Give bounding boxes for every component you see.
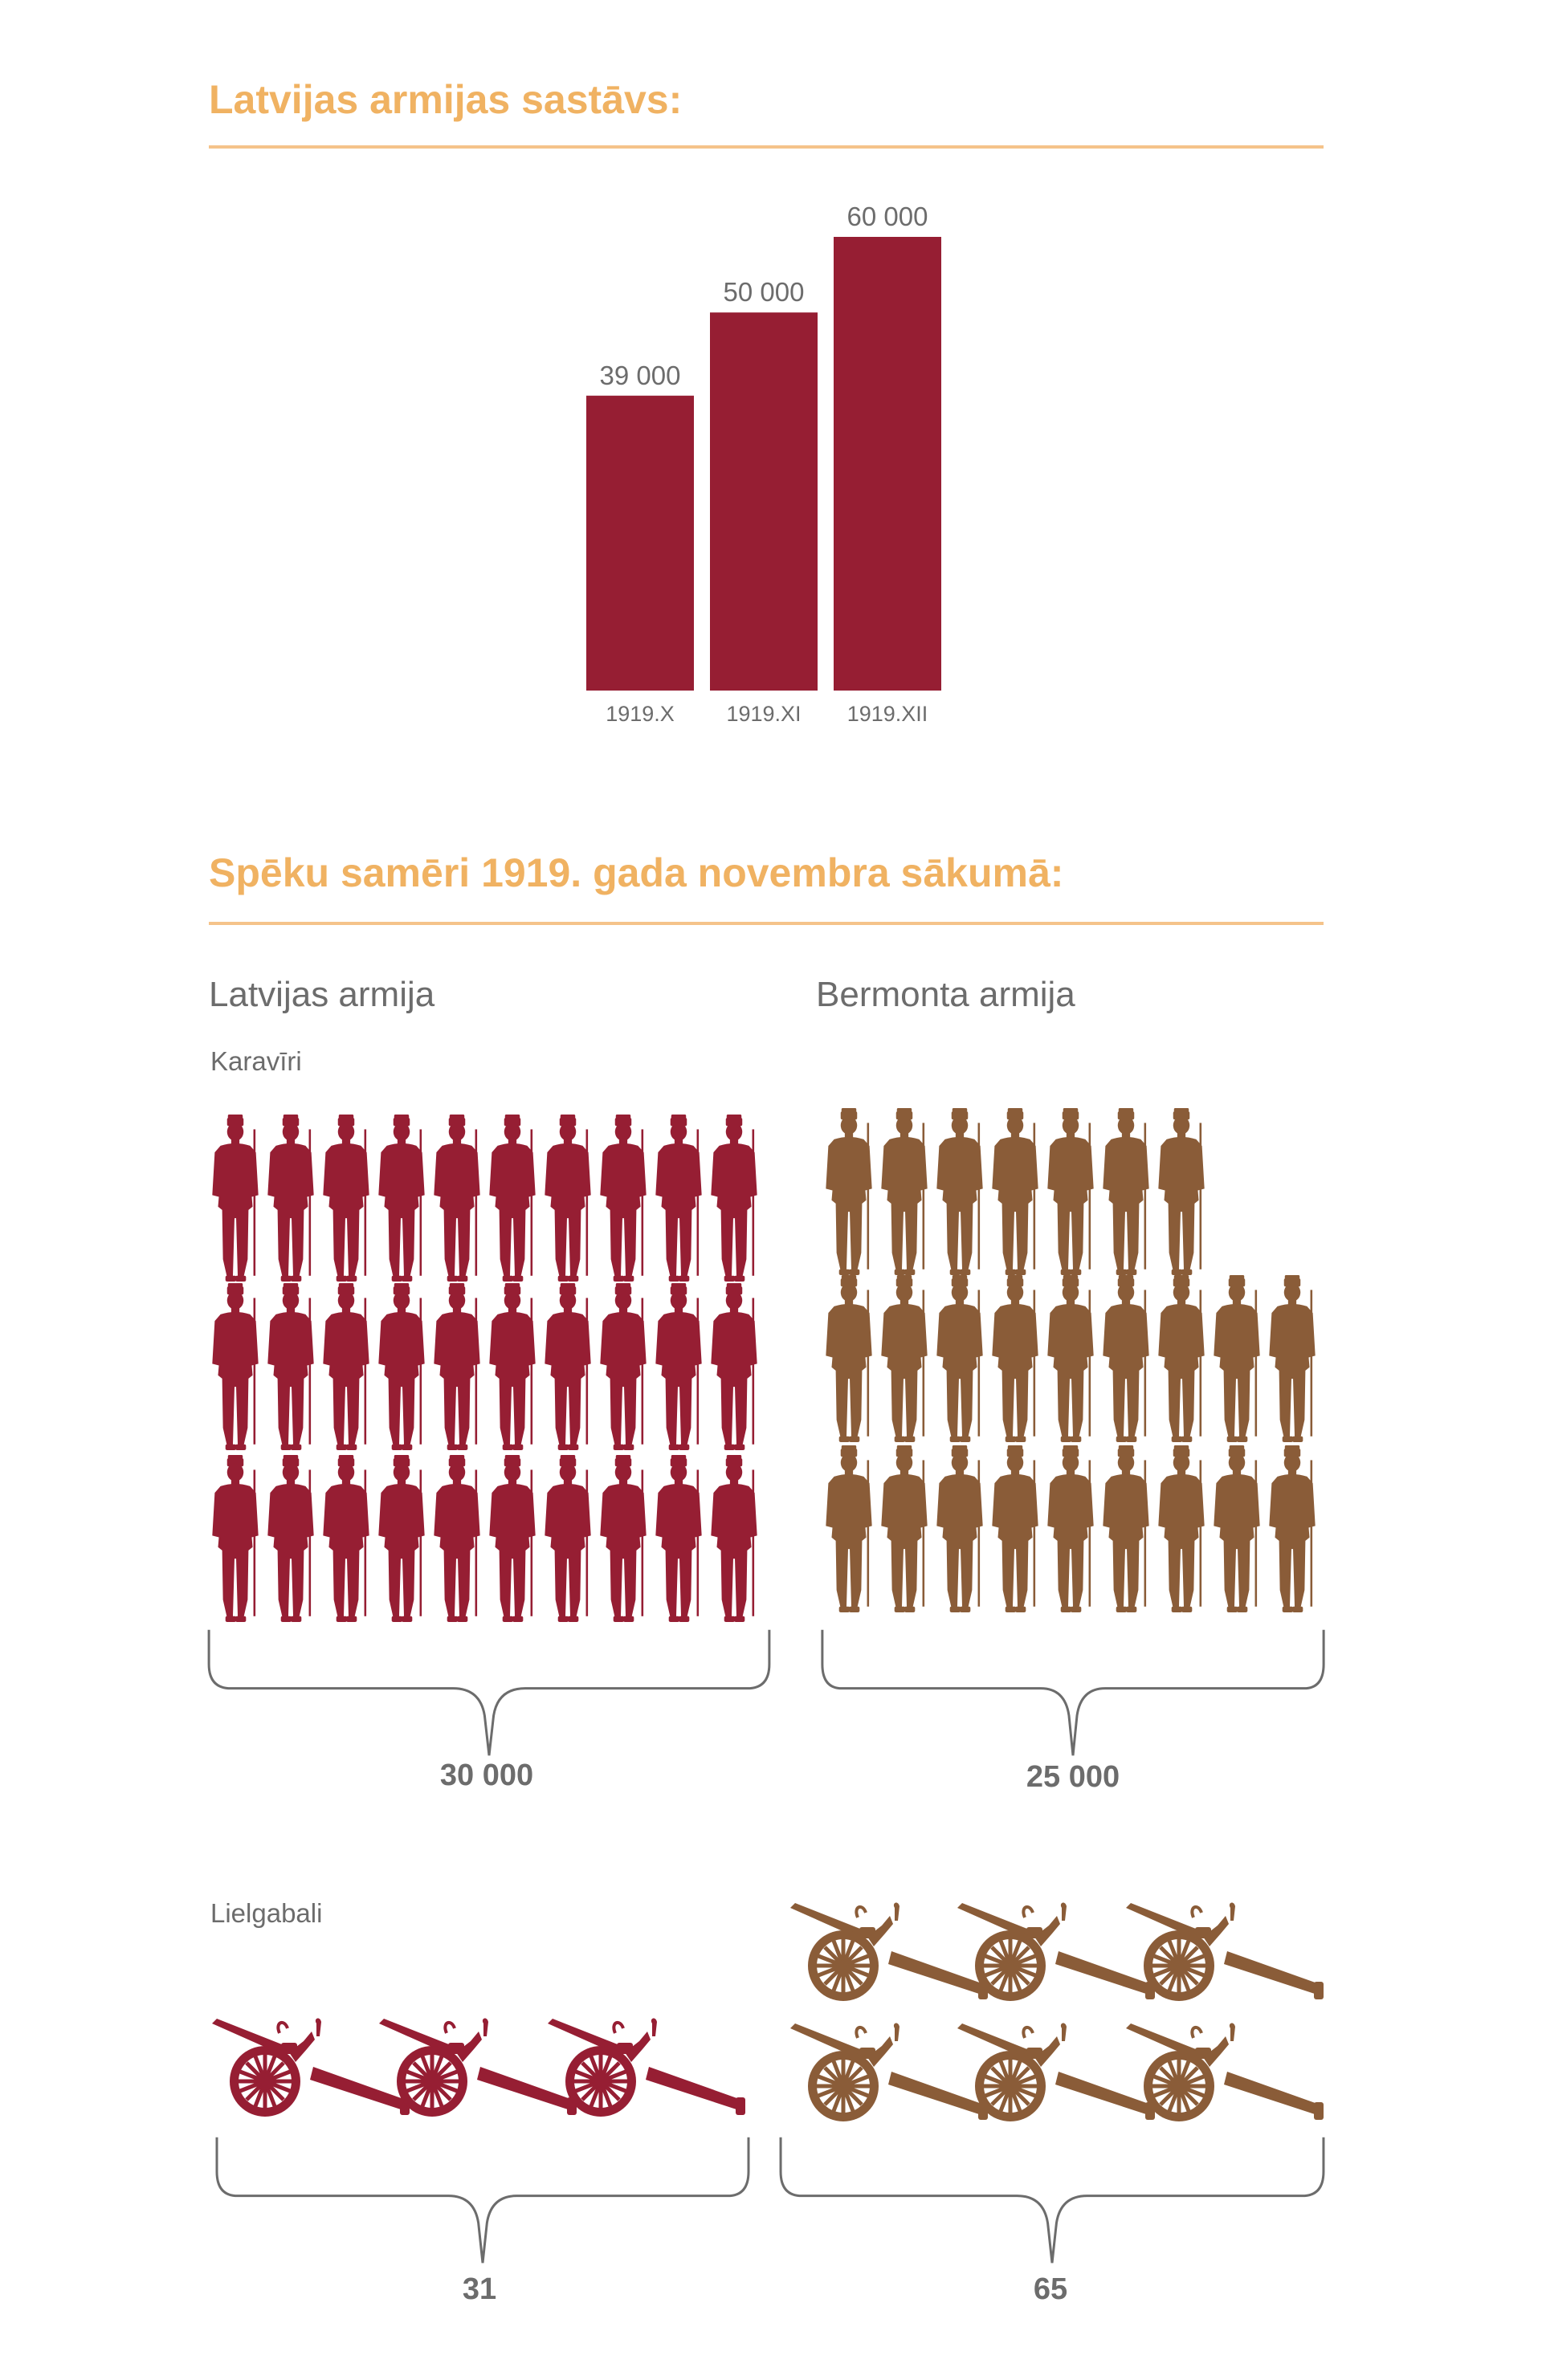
soldier-icon [1103,1445,1149,1612]
soldier-icon [655,1455,702,1622]
soldier-icon [434,1455,480,1622]
cannon-icon [212,2019,410,2117]
bar-1919.XI [710,312,818,691]
bar-1919.X [586,395,694,691]
soldier-icon [1214,1275,1260,1442]
bermont-army-name: Bermonta armija [816,975,1075,1014]
soldier-icon [1158,1108,1205,1275]
soldier-icon [881,1275,928,1442]
soldier-icon [881,1108,928,1275]
soldier-icon [545,1455,591,1622]
soldier-icon [1047,1445,1094,1612]
soldier-icon [323,1115,369,1282]
bermont-soldiers-brace [821,1628,1325,1757]
soldier-icon [655,1115,702,1282]
soldier-icon [992,1108,1038,1275]
bar-chart-title: Latvijas armijas sastāvs: [209,77,683,122]
soldier-icon [1047,1108,1094,1275]
soldier-icon [655,1283,702,1450]
bar-category-label: 1919.XII [847,702,928,726]
soldier-icon [936,1445,983,1612]
cannon-icon [1126,1903,1324,2001]
soldier-icon [711,1455,757,1622]
soldier-icon [600,1455,647,1622]
cannon-icon [1126,2023,1324,2121]
soldier-icon [1103,1275,1149,1442]
soldier-icon [711,1283,757,1450]
latvian-cannons-total: 31 [462,2272,497,2306]
soldier-icon [711,1115,757,1282]
soldier-icon [434,1283,480,1450]
soldier-icon [1158,1445,1205,1612]
bar-value-label: 60 000 [847,202,928,231]
bar-value-label: 39 000 [600,361,681,390]
soldier-icon [826,1445,872,1612]
cannon-icon [790,1903,988,2001]
soldier-icon [881,1445,928,1612]
soldier-icon [992,1275,1038,1442]
soldier-icon [936,1275,983,1442]
title-divider [209,145,1324,149]
bermont-cannons-brace [779,2136,1325,2264]
bar-1919.XII [834,237,941,691]
soldier-icon [434,1115,480,1282]
soldier-icon [378,1283,425,1450]
soldier-icon [826,1108,872,1275]
soldier-icon [212,1115,259,1282]
cannons-label: Lielgabali [210,1898,323,1928]
soldier-icon [378,1455,425,1622]
comparison-title: Spēku samēri 1919. gada novembra sākumā: [209,850,1064,895]
cannon-icon [790,2023,988,2121]
soldier-icon [212,1283,259,1450]
latvian-army-name: Latvijas armija [209,975,435,1014]
soldier-icon [1103,1108,1149,1275]
soldier-icon [212,1455,259,1622]
soldier-icon [1269,1445,1316,1612]
cannon-icon [957,1903,1155,2001]
soldier-icon [323,1455,369,1622]
bar-value-label: 50 000 [724,277,805,307]
soldiers-label: Karavīri [210,1046,302,1076]
soldier-icon [489,1115,536,1282]
soldier-icon [267,1455,314,1622]
soldier-icon [545,1115,591,1282]
comparison-divider [209,922,1324,925]
bar-chart: 39 000 1919.X 50 000 1919.XI 60 000 1919.XII [586,202,941,726]
soldier-icon [378,1115,425,1282]
soldier-icon [267,1115,314,1282]
bar-category-label: 1919.X [606,702,675,726]
soldier-icon [1158,1275,1205,1442]
soldier-icon [600,1115,647,1282]
soldier-icon [267,1283,314,1450]
soldier-icon [936,1108,983,1275]
cannon-icon [548,2019,745,2117]
bar-category-label: 1919.XI [726,702,801,726]
soldier-icon [1269,1275,1316,1442]
soldier-icon [545,1283,591,1450]
bermont-soldiers-total: 25 000 [1026,1760,1120,1794]
latvian-soldiers-total: 30 000 [439,1759,534,1792]
soldier-icon [489,1455,536,1622]
soldier-icon [1047,1275,1094,1442]
soldier-icon [323,1283,369,1450]
cannon-icon [379,2019,577,2117]
soldier-icon [600,1283,647,1450]
cannon-icon [957,2023,1155,2121]
soldier-icon [1214,1445,1260,1612]
latvian-cannons-brace [215,2136,750,2264]
soldier-icon [992,1445,1038,1612]
bermont-cannons-total: 65 [1033,2272,1068,2306]
latvian-soldiers-brace [207,1628,771,1757]
soldier-icon [826,1275,872,1442]
soldier-icon [489,1283,536,1450]
